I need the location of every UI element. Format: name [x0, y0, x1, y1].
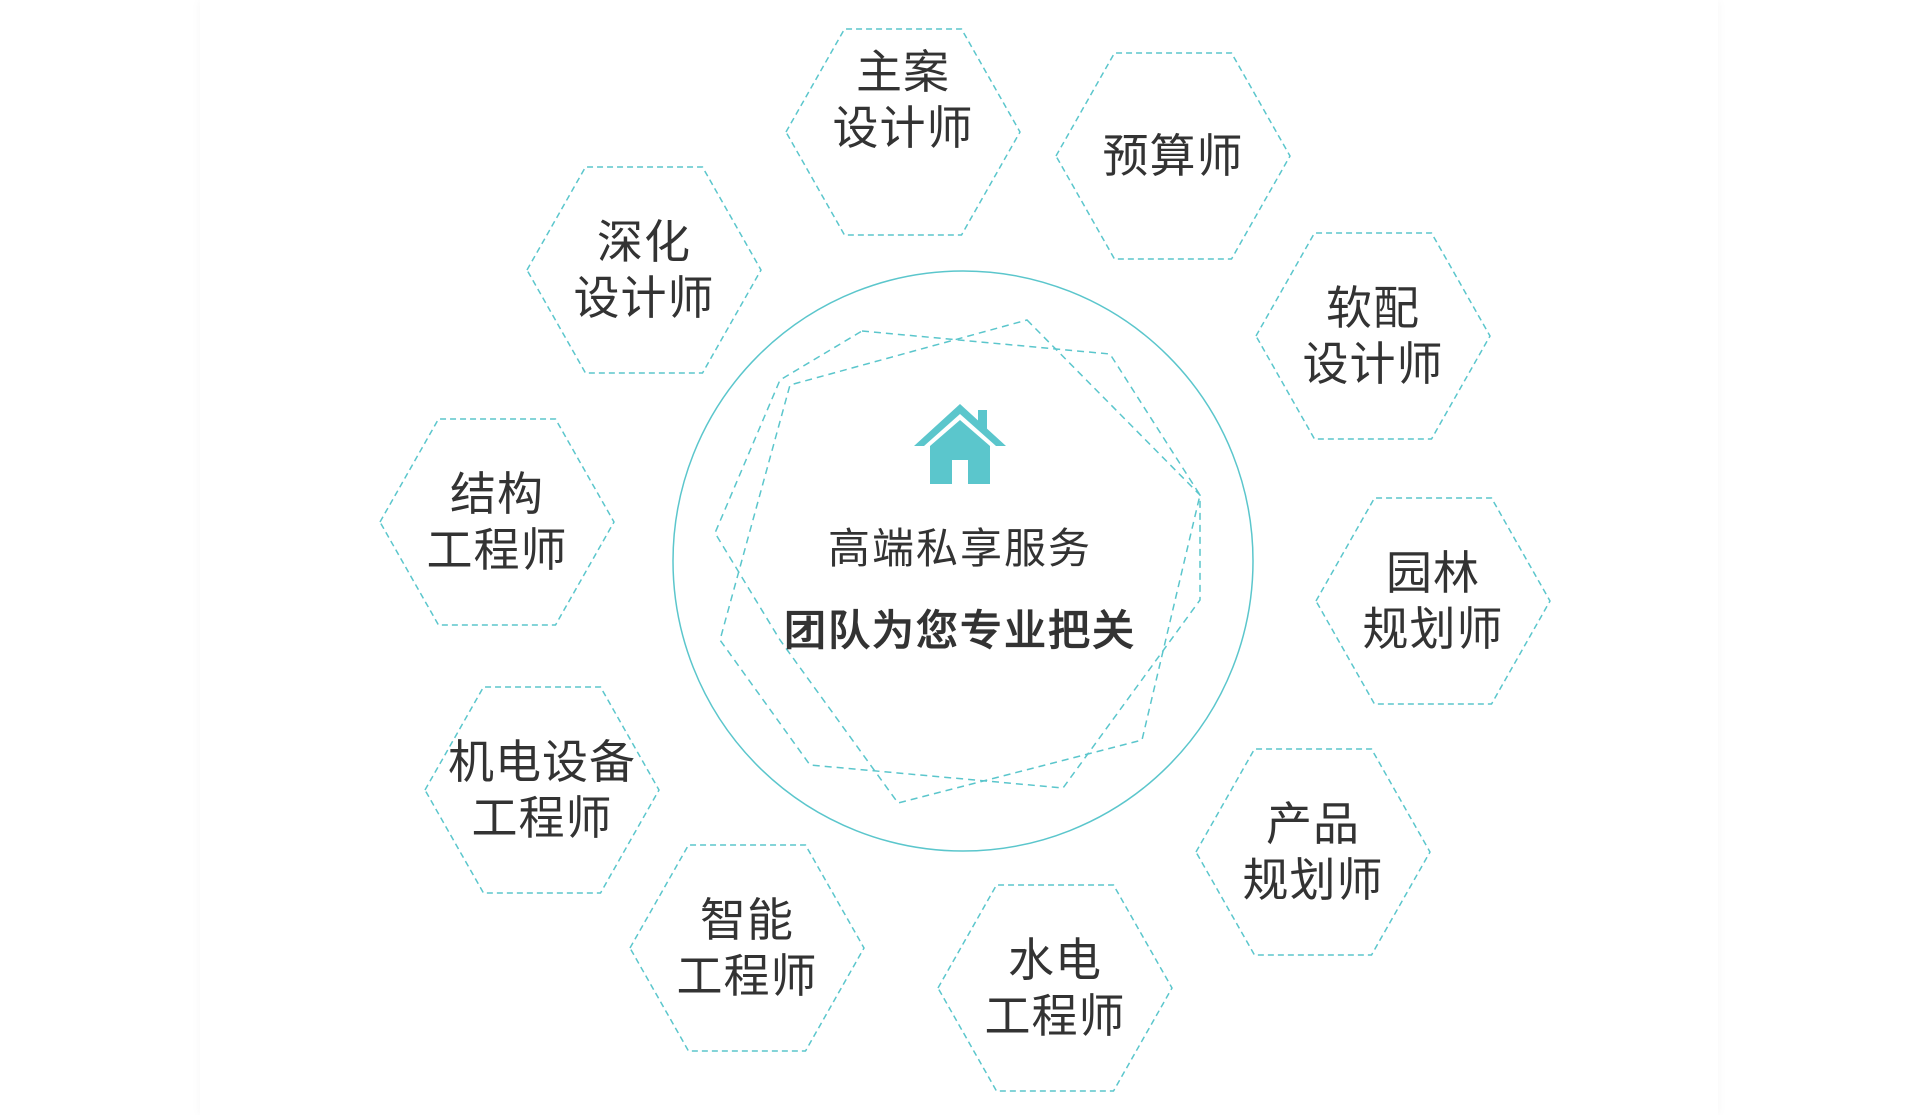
role-label-smart: 智能 工程师 [630, 893, 864, 1003]
role-line1: 深化 [597, 215, 691, 269]
center-subtitle: 团队为您专业把关 [783, 606, 1136, 655]
hexagon-landscape [1315, 497, 1551, 705]
hexagon-soft-furnishing [1255, 232, 1491, 440]
hexagon-detail-design [526, 166, 762, 374]
role-line1: 智能 [700, 893, 794, 947]
hexagon-smart [629, 844, 865, 1052]
role-label-mep: 机电设备 工程师 [425, 735, 659, 845]
center-circle [672, 270, 1254, 852]
role-label-lead-designer: 主案 设计师 [786, 45, 1020, 155]
role-line1: 产品 [1266, 797, 1360, 851]
role-label-structural: 结构 工程师 [380, 467, 614, 577]
house-icon [914, 404, 1006, 484]
hexagon-product [1195, 748, 1431, 956]
role-line1: 结构 [450, 467, 544, 521]
role-line2: 工程师 [984, 989, 1126, 1043]
role-line1: 机电设备 [448, 735, 636, 789]
role-label-landscape: 园林 规划师 [1316, 546, 1550, 656]
hexagon-budget [1055, 52, 1291, 260]
role-label-budget: 预算师 [1056, 106, 1290, 206]
role-hexagons [379, 28, 1551, 1092]
role-line1: 园林 [1386, 546, 1480, 600]
role-line1: 主案 [856, 45, 950, 99]
role-line2: 规划师 [1242, 853, 1384, 907]
role-line2: 设计师 [1302, 337, 1444, 391]
center-dashed-shape-1 [714, 330, 1201, 804]
center-title: 高端私享服务 [827, 524, 1092, 573]
role-line2: 工程师 [426, 523, 568, 577]
role-line1: 水电 [1008, 933, 1102, 987]
hexagon-lead-designer [785, 28, 1021, 236]
role-line1: 预算师 [1102, 129, 1244, 183]
role-label-product: 产品 规划师 [1196, 797, 1430, 907]
role-line1: 软配 [1326, 281, 1420, 335]
hexagon-structural [379, 418, 615, 626]
role-line2: 工程师 [676, 949, 818, 1003]
role-label-detail-design: 深化 设计师 [527, 215, 761, 325]
hexagon-mep [424, 686, 660, 894]
role-line2: 工程师 [471, 791, 613, 845]
hexagon-plumbing-electrical [937, 884, 1173, 1092]
content-card [200, 0, 1718, 1115]
center-dashed-shape-2 [719, 319, 1201, 789]
role-line2: 设计师 [573, 271, 715, 325]
role-line2: 设计师 [832, 101, 974, 155]
role-line2: 规划师 [1362, 602, 1504, 656]
role-label-plumbing-electrical: 水电 工程师 [938, 933, 1172, 1043]
role-label-soft-furnishing: 软配 设计师 [1256, 281, 1490, 391]
